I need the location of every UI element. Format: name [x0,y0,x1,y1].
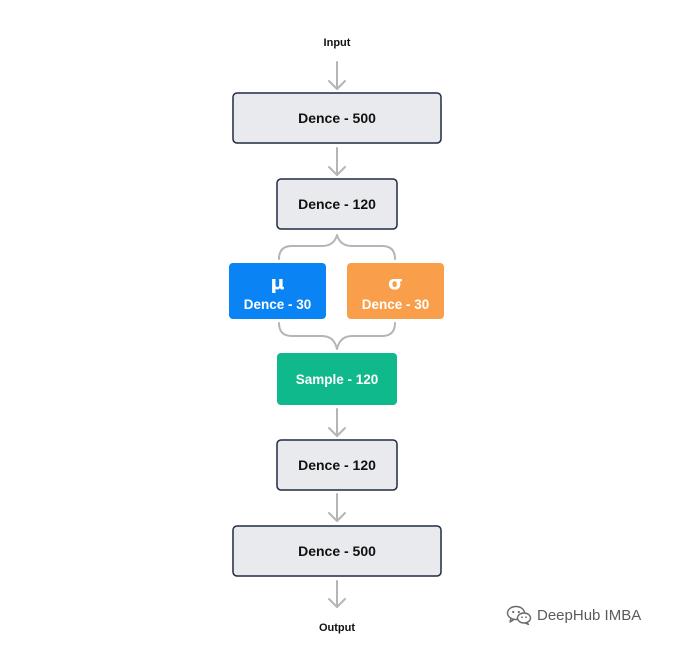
sample-label: Sample - 120 [296,372,379,387]
wechat-icon [506,605,532,625]
sample-node: Sample - 120 [277,353,397,405]
arrow-dense-500-to-output [328,580,346,608]
input-label: Input [324,37,351,49]
dense-500-bottom-label: Dence - 500 [298,543,376,559]
split-brace [278,234,396,260]
arrow-sample-to-dense-120 [328,408,346,437]
output-label: Output [319,622,355,634]
watermark-text: DeepHub IMBA [537,606,642,624]
mu-node: μ Dence - 30 [229,263,326,319]
watermark: DeepHub IMBA [506,604,641,626]
arrow-dense-120-to-dense-500 [328,493,346,522]
dense-120-bottom-label: Dence - 120 [298,457,376,473]
sigma-symbol: σ [388,272,403,294]
arrow-dense-500-to-dense-120 [328,147,346,176]
sigma-label: Dence - 30 [362,297,430,312]
arrow-input-to-dense-500 [328,61,346,90]
sigma-node: σ Dence - 30 [347,263,444,319]
dense-500-bottom-node: Dence - 500 [232,525,442,577]
dense-500-top-label: Dence - 500 [298,110,376,126]
dense-120-top-label: Dence - 120 [298,196,376,212]
mu-symbol: μ [271,272,285,294]
dense-120-top-node: Dence - 120 [276,178,398,230]
dense-500-top-node: Dence - 500 [232,92,442,144]
dense-120-bottom-node: Dence - 120 [276,439,398,491]
merge-brace [278,322,396,350]
mu-label: Dence - 30 [244,297,312,312]
